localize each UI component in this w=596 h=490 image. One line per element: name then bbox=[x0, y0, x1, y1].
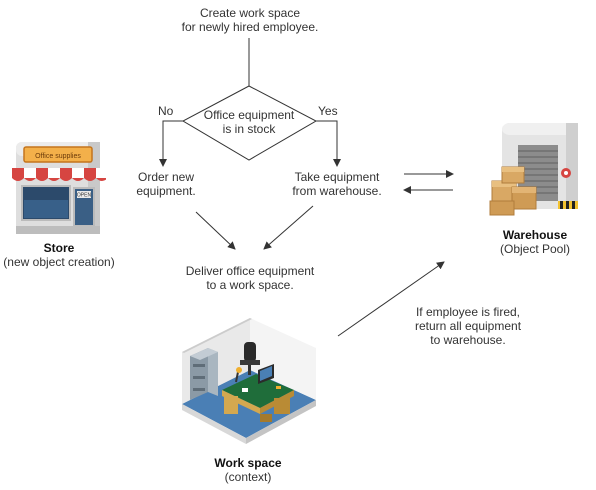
yes-branch-label: Yes bbox=[318, 104, 338, 118]
arrow-take-to-deliver bbox=[263, 205, 314, 250]
decision-diamond bbox=[181, 85, 318, 161]
work-space-description: (context) bbox=[224, 470, 272, 484]
work-space-icon bbox=[182, 318, 316, 444]
store-name: Store bbox=[43, 241, 75, 255]
warehouse-boxes bbox=[489, 166, 537, 216]
fired-step-label: If employee is fired,return all equipmen… bbox=[414, 305, 522, 347]
arrow-yes-branch bbox=[316, 120, 341, 167]
warehouse-description: (Object Pool) bbox=[499, 242, 571, 256]
no-branch-label: No bbox=[158, 104, 174, 118]
warehouse-label: Warehouse (Object Pool) bbox=[476, 228, 594, 256]
work-space-label: Work space (context) bbox=[188, 456, 308, 484]
store-icon: Office supplies OPEN bbox=[12, 142, 106, 234]
arrow-workspace-to-warehouse bbox=[337, 261, 445, 337]
store-label: Store (new object creation) bbox=[0, 241, 118, 269]
warehouse-icon bbox=[489, 123, 578, 216]
store-door-sign: OPEN bbox=[77, 193, 92, 199]
arrow-no-branch bbox=[159, 120, 183, 167]
store-sign-text: Office supplies bbox=[35, 153, 81, 160]
warehouse-name: Warehouse bbox=[502, 228, 568, 242]
store-description: (new object creation) bbox=[3, 255, 115, 269]
arrow-order-to-deliver bbox=[195, 211, 236, 250]
work-space-name: Work space bbox=[214, 456, 282, 470]
